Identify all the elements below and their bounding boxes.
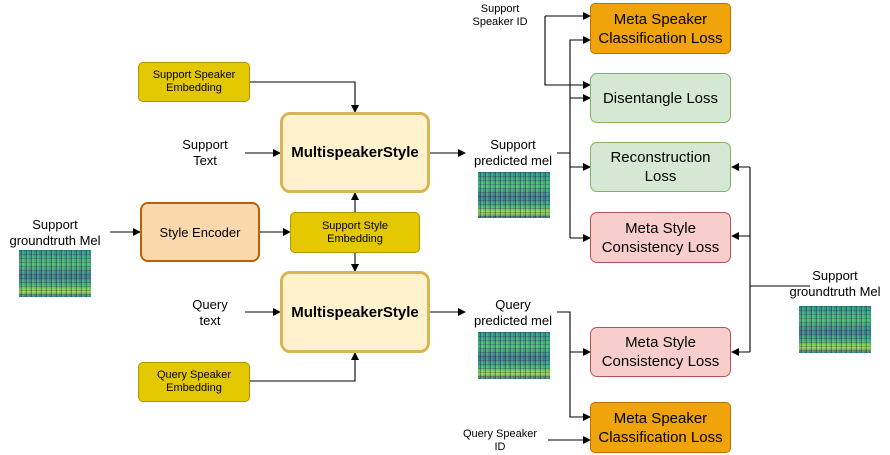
query-speaker-embedding-node: Query Speaker Embedding <box>138 362 250 402</box>
query-speaker-id-label: Query Speaker ID <box>463 428 537 453</box>
bus-query-predicted-mel <box>557 311 591 421</box>
meta-speaker-loss-top-node: Meta Speaker Classification Loss <box>590 3 731 54</box>
meta-speaker-loss-bottom-node: Meta Speaker Classification Loss <box>590 402 731 453</box>
support-groundtruth-left-label: Support groundtruth Mel <box>9 217 101 248</box>
query-predicted-mel-icon <box>478 332 550 379</box>
support-groundtruth-left-mel-icon <box>19 250 91 297</box>
support-predicted-mel-icon <box>478 172 550 218</box>
reconstruction-loss-node: Reconstruction Loss <box>590 142 731 192</box>
support-groundtruth-right-mel-icon <box>799 306 871 353</box>
support-predicted-mel-label: Support predicted mel <box>473 137 553 168</box>
arrow-query-speaker-to-ms <box>250 352 359 382</box>
query-text-label: Query text <box>192 297 228 328</box>
multispeaker-style-top-node: MultispeakerStyle <box>280 112 430 193</box>
support-speaker-id-label: Support Speaker ID <box>472 3 528 28</box>
query-predicted-mel-label: Query predicted mel <box>473 297 553 328</box>
support-style-embedding-node: Support Style Embedding <box>290 212 420 253</box>
arrow-support-mel-to-meta-speaker <box>569 36 591 153</box>
multispeaker-style-bottom-node: MultispeakerStyle <box>280 271 430 353</box>
arrow-speaker-id-to-disentangle <box>544 16 591 89</box>
meta-style-loss-top-node: Meta Style Consistency Loss <box>590 212 731 263</box>
support-groundtruth-right-label: Support groundtruth Mel <box>789 268 881 299</box>
support-speaker-embedding-node: Support Speaker Embedding <box>138 62 250 102</box>
meta-style-loss-bottom-node: Meta Style Consistency Loss <box>590 327 731 377</box>
disentangle-loss-node: Disentangle Loss <box>590 73 731 123</box>
arrow-support-speaker-to-ms <box>250 81 359 113</box>
support-text-label: Support Text <box>182 137 228 168</box>
style-encoder-node: Style Encoder <box>140 202 260 262</box>
